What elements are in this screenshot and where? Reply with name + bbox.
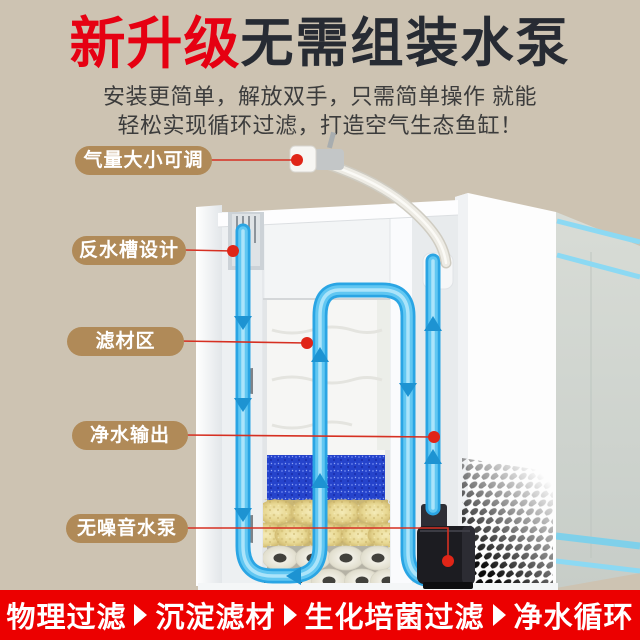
filter-housing-side-panel (455, 193, 556, 588)
subtitle-line-2: 轻松实现循环过滤，打造空气生态鱼缸！ (117, 113, 523, 138)
title-text: 无需组装水泵 (240, 14, 571, 73)
process-step-3: 生化培菌过滤 (304, 602, 485, 634)
callout-lines (177, 159, 449, 561)
callout-media-zone: 滤材区 (67, 327, 184, 356)
aquarium-glass (555, 212, 640, 588)
subtitle-line-1: 安装更简单，解放双手，只需简单操作 就能 (102, 84, 538, 109)
title-highlight-badge: 新升级 (69, 11, 241, 75)
chevron-right-icon (492, 604, 506, 626)
callout-reverse-groove: 反水槽设计 (72, 236, 186, 265)
tank-bottom-edge (198, 583, 558, 591)
callout-dots (227, 154, 454, 567)
process-step-2: 沉淀滤材 (155, 602, 276, 634)
page-title: 新升级无需组装水泵 (0, 6, 640, 75)
process-step-4: 净水循环 (513, 602, 634, 634)
callout-silent-pump: 无噪音水泵 (66, 514, 188, 543)
air-valve (289, 131, 344, 173)
flow-tubes (235, 223, 446, 588)
process-bar: 物理过滤 沉淀滤材 生化培菌过滤 净水循环 (0, 590, 640, 640)
process-step-1: 物理过滤 (6, 602, 127, 634)
water-line-icon (555, 218, 640, 574)
subtitle: 安装更简单，解放双手，只需简单操作 就能 轻松实现循环过滤，打造空气生态鱼缸！ (0, 82, 640, 140)
flow-arrow-icons (234, 316, 442, 585)
callout-clean-water-out: 净水输出 (72, 421, 188, 450)
filter-floss (267, 300, 390, 455)
chevron-right-icon (134, 604, 148, 626)
vent-dots-pattern (462, 458, 553, 586)
callout-air-volume: 气量大小可调 (75, 146, 212, 175)
chevron-right-icon (283, 604, 297, 626)
water-pump (417, 504, 475, 589)
